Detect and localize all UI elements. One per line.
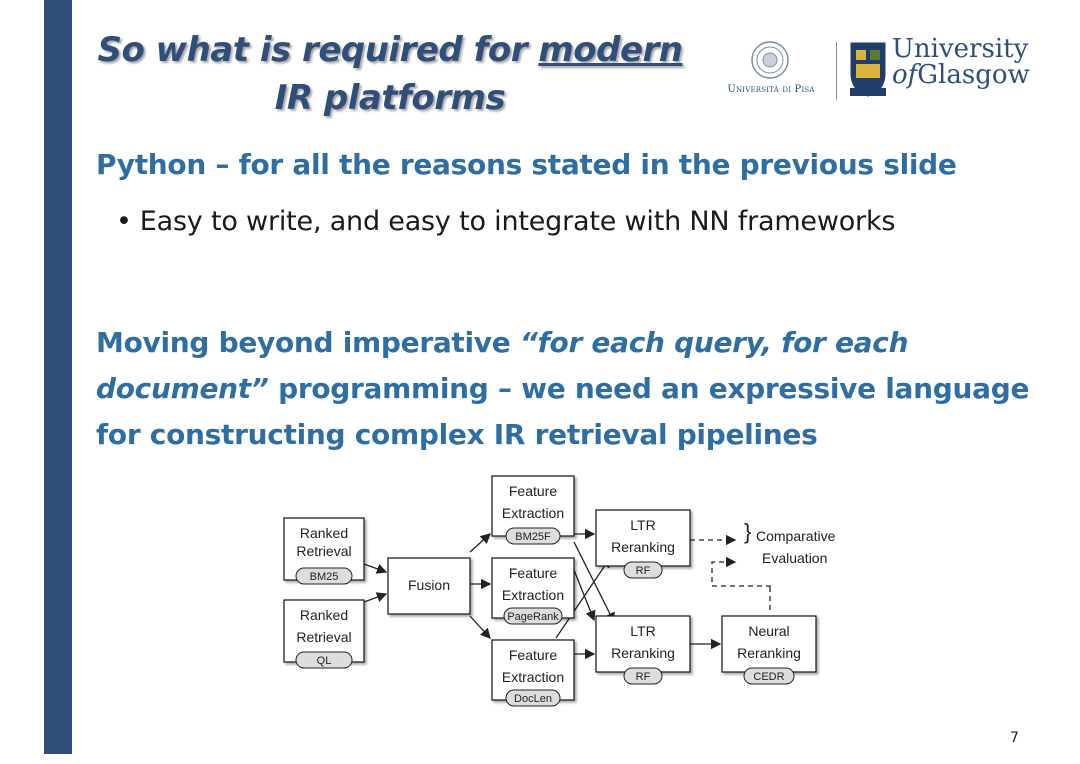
svg-text:Evaluation: Evaluation [762,550,827,566]
page-number: 7 [1010,730,1019,746]
svg-text:RF: RF [636,565,651,577]
svg-text:LTR: LTR [630,517,655,533]
svg-text:QL: QL [317,655,332,667]
svg-text:Neural: Neural [748,623,789,639]
svg-text:Extraction: Extraction [502,505,564,521]
svg-text:Ranked: Ranked [300,525,348,541]
slide-title-line2: IR platforms [274,78,506,118]
pipeline-diagram: } Ranked Retrieval BM25 Ranked Retrieval… [283,475,836,707]
pisa-seal-icon [751,41,789,79]
slide-title: So what is required for modern IR platfo… [80,26,700,122]
svg-text:RF: RF [636,671,651,683]
node-ranked-retrieval-1: Ranked Retrieval BM25 [283,517,365,585]
heading-python: Python – for all the reasons stated in t… [96,148,957,181]
glasgow-university-name: University ofGlasgow [892,34,1030,90]
logo-divider [836,42,837,100]
node-fusion: Fusion [387,557,471,615]
svg-text:Extraction: Extraction [502,587,564,603]
heading-italic: “for each query, for each document” [96,326,909,405]
node-ranked-retrieval-2: Ranked Retrieval QL [283,599,365,669]
node-ltr-reranking-1: LTR Reranking RF [595,509,691,579]
node-feature-extraction-2: Feature Extraction PageRank [491,557,575,625]
svg-text:LTR: LTR [630,623,655,639]
svg-text:Reranking: Reranking [611,645,675,661]
glasgow-line2: ofGlasgow [892,60,1030,90]
sidebar-accent-bar [44,0,72,754]
diagram-arrows [363,528,771,660]
bullet-marker: • [116,206,132,237]
svg-text:Reranking: Reranking [611,539,675,555]
underlined-word: modern [538,30,683,70]
svg-text:PageRank: PageRank [507,611,559,623]
svg-text:Extraction: Extraction [502,669,564,685]
logos: Università di Pisa University ofGlasgow [712,34,1030,106]
svg-text:Retrieval: Retrieval [296,629,351,645]
bullet-item: •Easy to write, and easy to integrate wi… [116,206,895,237]
svg-text:Feature: Feature [509,647,557,663]
svg-text:Comparative: Comparative [756,528,836,544]
svg-text:Reranking: Reranking [737,645,801,661]
svg-text:BM25F: BM25F [515,531,551,543]
node-feature-extraction-3: Feature Extraction DocLen [491,639,575,707]
node-feature-extraction-1: Feature Extraction BM25F [491,475,575,545]
slide-title-line1: So what is required for modern [97,30,684,70]
svg-text:Ranked: Ranked [300,607,348,623]
brace: } [744,519,751,544]
glasgow-shield-icon [850,42,886,97]
heading-pipelines: Moving beyond imperative “for each query… [96,326,1030,451]
svg-text:Feature: Feature [509,483,557,499]
node-comparative-evaluation: Comparative Evaluation [756,528,836,566]
bullet-text: Easy to write, and easy to integrate wit… [139,206,896,237]
node-neural-reranking: Neural Reranking CEDR [721,615,817,685]
svg-text:Feature: Feature [509,565,557,581]
svg-text:BM25: BM25 [310,571,339,583]
pisa-university-name: Università di Pisa [727,84,815,95]
svg-text:Retrieval: Retrieval [296,543,351,559]
svg-text:Fusion: Fusion [408,577,450,593]
svg-text:DocLen: DocLen [514,693,552,705]
node-ltr-reranking-2: LTR Reranking RF [595,615,691,685]
svg-text:CEDR: CEDR [753,671,784,683]
